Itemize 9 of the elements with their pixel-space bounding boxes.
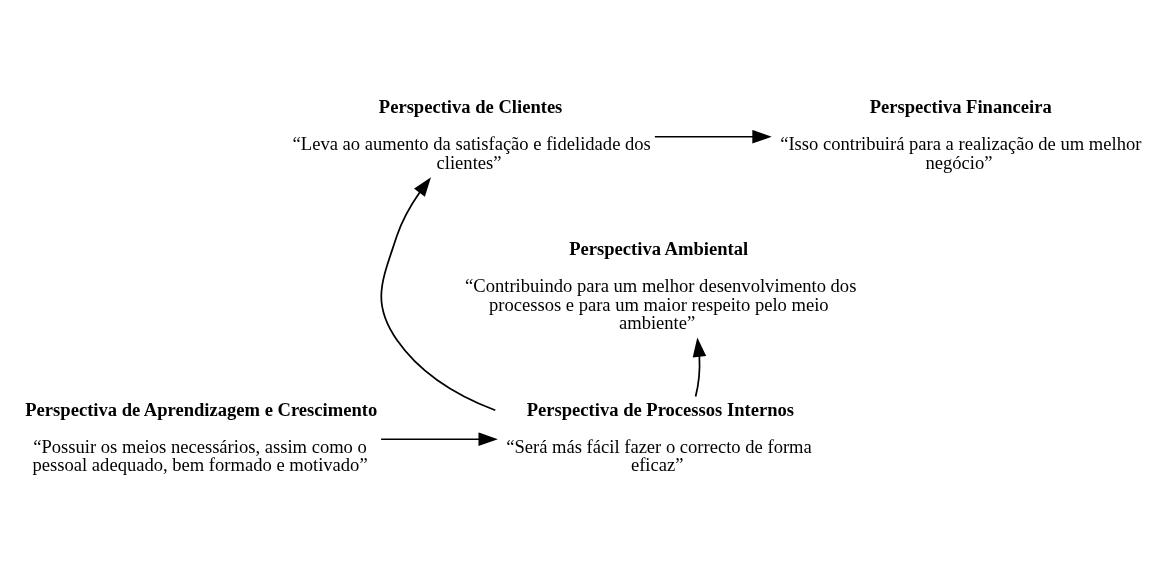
arrow [380, 432, 498, 447]
node-text: Perspectiva Financeira “Isso contribuirá para a realização de um melhor negócio” [780, 96, 1142, 173]
arrow [380, 177, 497, 412]
node-text: Perspectiva Ambiental “Contribuindo para um melhor desenvolvimento dos processos e para um maior respeito pelo meio ambiente” [465, 238, 857, 334]
node-text: Perspectiva de Processos Internos “Será más fácil fazer o correcto de forma eficaz” [506, 398, 812, 476]
node-text: Perspectiva de Aprendizagem e Crescimento “Possuir os meios necessários, assim como o pessoal adequado, bem formado e motivado” [25, 398, 378, 476]
arrow [654, 129, 772, 144]
node-text: Perspectiva de Clientes “Leva ao aumento da satisfação e fidelidade dos clientes” [292, 96, 651, 173]
arrow [692, 337, 707, 398]
